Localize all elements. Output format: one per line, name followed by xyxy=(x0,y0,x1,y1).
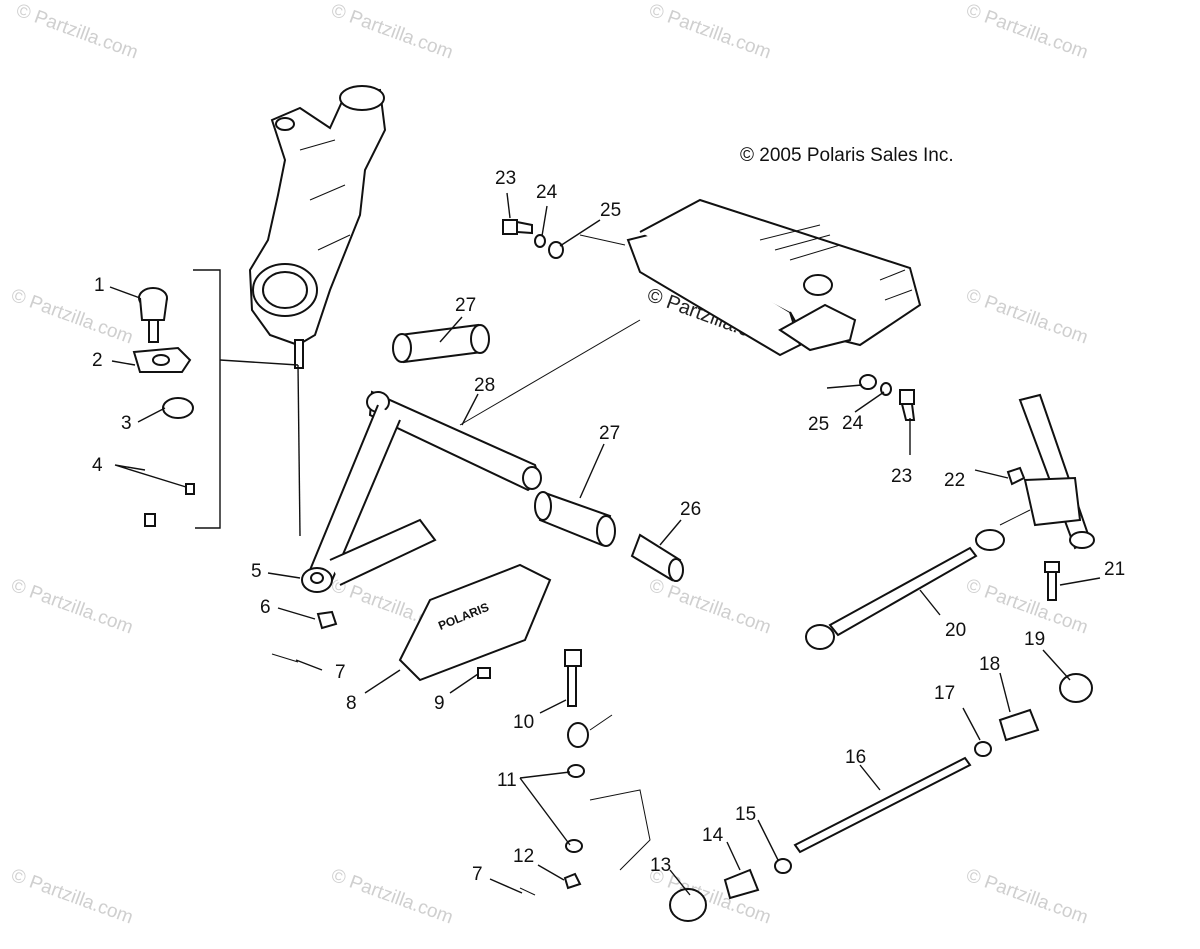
callout-20: 20 xyxy=(945,620,966,641)
tie-rod-ends-right xyxy=(974,673,1093,757)
upper-bolt-set xyxy=(502,219,564,259)
tie-rod-16 xyxy=(669,756,972,922)
washer-11a xyxy=(567,764,585,778)
group-bracket xyxy=(193,269,221,529)
bushing-lower xyxy=(534,491,616,547)
watermark-text: © Partzilla.com xyxy=(328,865,455,929)
strut xyxy=(1018,393,1095,550)
watermark-text: © Partzilla.com xyxy=(963,285,1090,349)
callout-24-lower: 24 xyxy=(842,413,864,434)
callout-16: 16 xyxy=(845,747,866,768)
watermark-text: © Partzilla.com xyxy=(963,865,1090,929)
callout-17: 17 xyxy=(934,683,955,704)
watermark-text: © Partzilla.com xyxy=(8,575,135,639)
cotter-pin-lower xyxy=(519,887,536,896)
callout-2: 2 xyxy=(92,350,103,371)
bushing-upper xyxy=(392,323,490,364)
callout-3: 3 xyxy=(121,413,132,434)
callout-15: 15 xyxy=(735,804,756,825)
callout-28: 28 xyxy=(474,375,495,396)
watermark-text: © Partzilla.com xyxy=(13,0,140,63)
callout-5: 5 xyxy=(251,561,262,582)
bolt-21 xyxy=(1044,561,1060,601)
callout-26: 26 xyxy=(680,499,701,520)
callout-25-lower: 25 xyxy=(808,414,829,435)
cotter-pin xyxy=(271,653,299,663)
callout-8: 8 xyxy=(346,693,357,714)
bolt-10 xyxy=(564,649,613,748)
callout-18: 18 xyxy=(979,654,1000,675)
callout-23-lower: 23 xyxy=(891,466,912,487)
callout-4: 4 xyxy=(92,455,103,476)
washer-11b xyxy=(565,839,583,853)
watermark-text: © Partzilla.com xyxy=(963,0,1090,63)
callout-labels: 1 2 3 4 5 6 7 7 8 9 10 11 12 13 14 15 16… xyxy=(92,168,1125,885)
callout-13: 13 xyxy=(650,855,671,876)
nut-12 xyxy=(563,872,582,890)
pitman-arm xyxy=(589,789,651,871)
ball-joint xyxy=(138,287,168,343)
callout-14: 14 xyxy=(702,825,724,846)
callout-23: 23 xyxy=(495,168,516,189)
callout-19: 19 xyxy=(1024,629,1045,650)
callout-24: 24 xyxy=(536,182,558,203)
watermark-layer: © Partzilla.com © Partzilla.com © Partzi… xyxy=(8,0,1090,928)
snap-ring xyxy=(162,397,194,419)
sleeve xyxy=(630,533,684,582)
tie-rod-assembly xyxy=(805,509,1031,650)
watermark-text: © Partzilla.com xyxy=(646,575,773,639)
skid-plate: POLARIS xyxy=(398,563,552,682)
watermark-text: © Partzilla.com xyxy=(328,0,455,63)
copyright-text: © 2005 Polaris Sales Inc. xyxy=(740,145,954,166)
callout-25: 25 xyxy=(600,200,621,221)
callout-21: 21 xyxy=(1104,559,1125,580)
a-arm xyxy=(301,390,542,593)
watermark-text: © Partzilla.com xyxy=(8,285,135,349)
callout-12: 12 xyxy=(513,846,534,867)
callout-9: 9 xyxy=(434,693,445,714)
watermark-text: © Partzilla.com xyxy=(646,0,773,63)
callout-7: 7 xyxy=(335,662,346,683)
bolt-9 xyxy=(477,667,491,679)
callout-10: 10 xyxy=(513,712,534,733)
nut-6 xyxy=(316,610,338,630)
lower-bolt-set xyxy=(859,374,916,421)
leader-lines xyxy=(109,192,1101,896)
spindle-knuckle xyxy=(248,85,387,369)
screws xyxy=(144,483,195,527)
callout-6: 6 xyxy=(260,597,271,618)
callout-7-lower: 7 xyxy=(472,864,483,885)
nut-22 xyxy=(1006,466,1026,486)
watermark-text: © Partzilla.com xyxy=(8,865,135,929)
callout-27: 27 xyxy=(455,295,476,316)
callout-27-lower: 27 xyxy=(599,423,620,444)
frame xyxy=(579,198,922,357)
callout-22: 22 xyxy=(944,470,965,491)
callout-1: 1 xyxy=(94,275,105,296)
callout-11: 11 xyxy=(497,770,517,791)
